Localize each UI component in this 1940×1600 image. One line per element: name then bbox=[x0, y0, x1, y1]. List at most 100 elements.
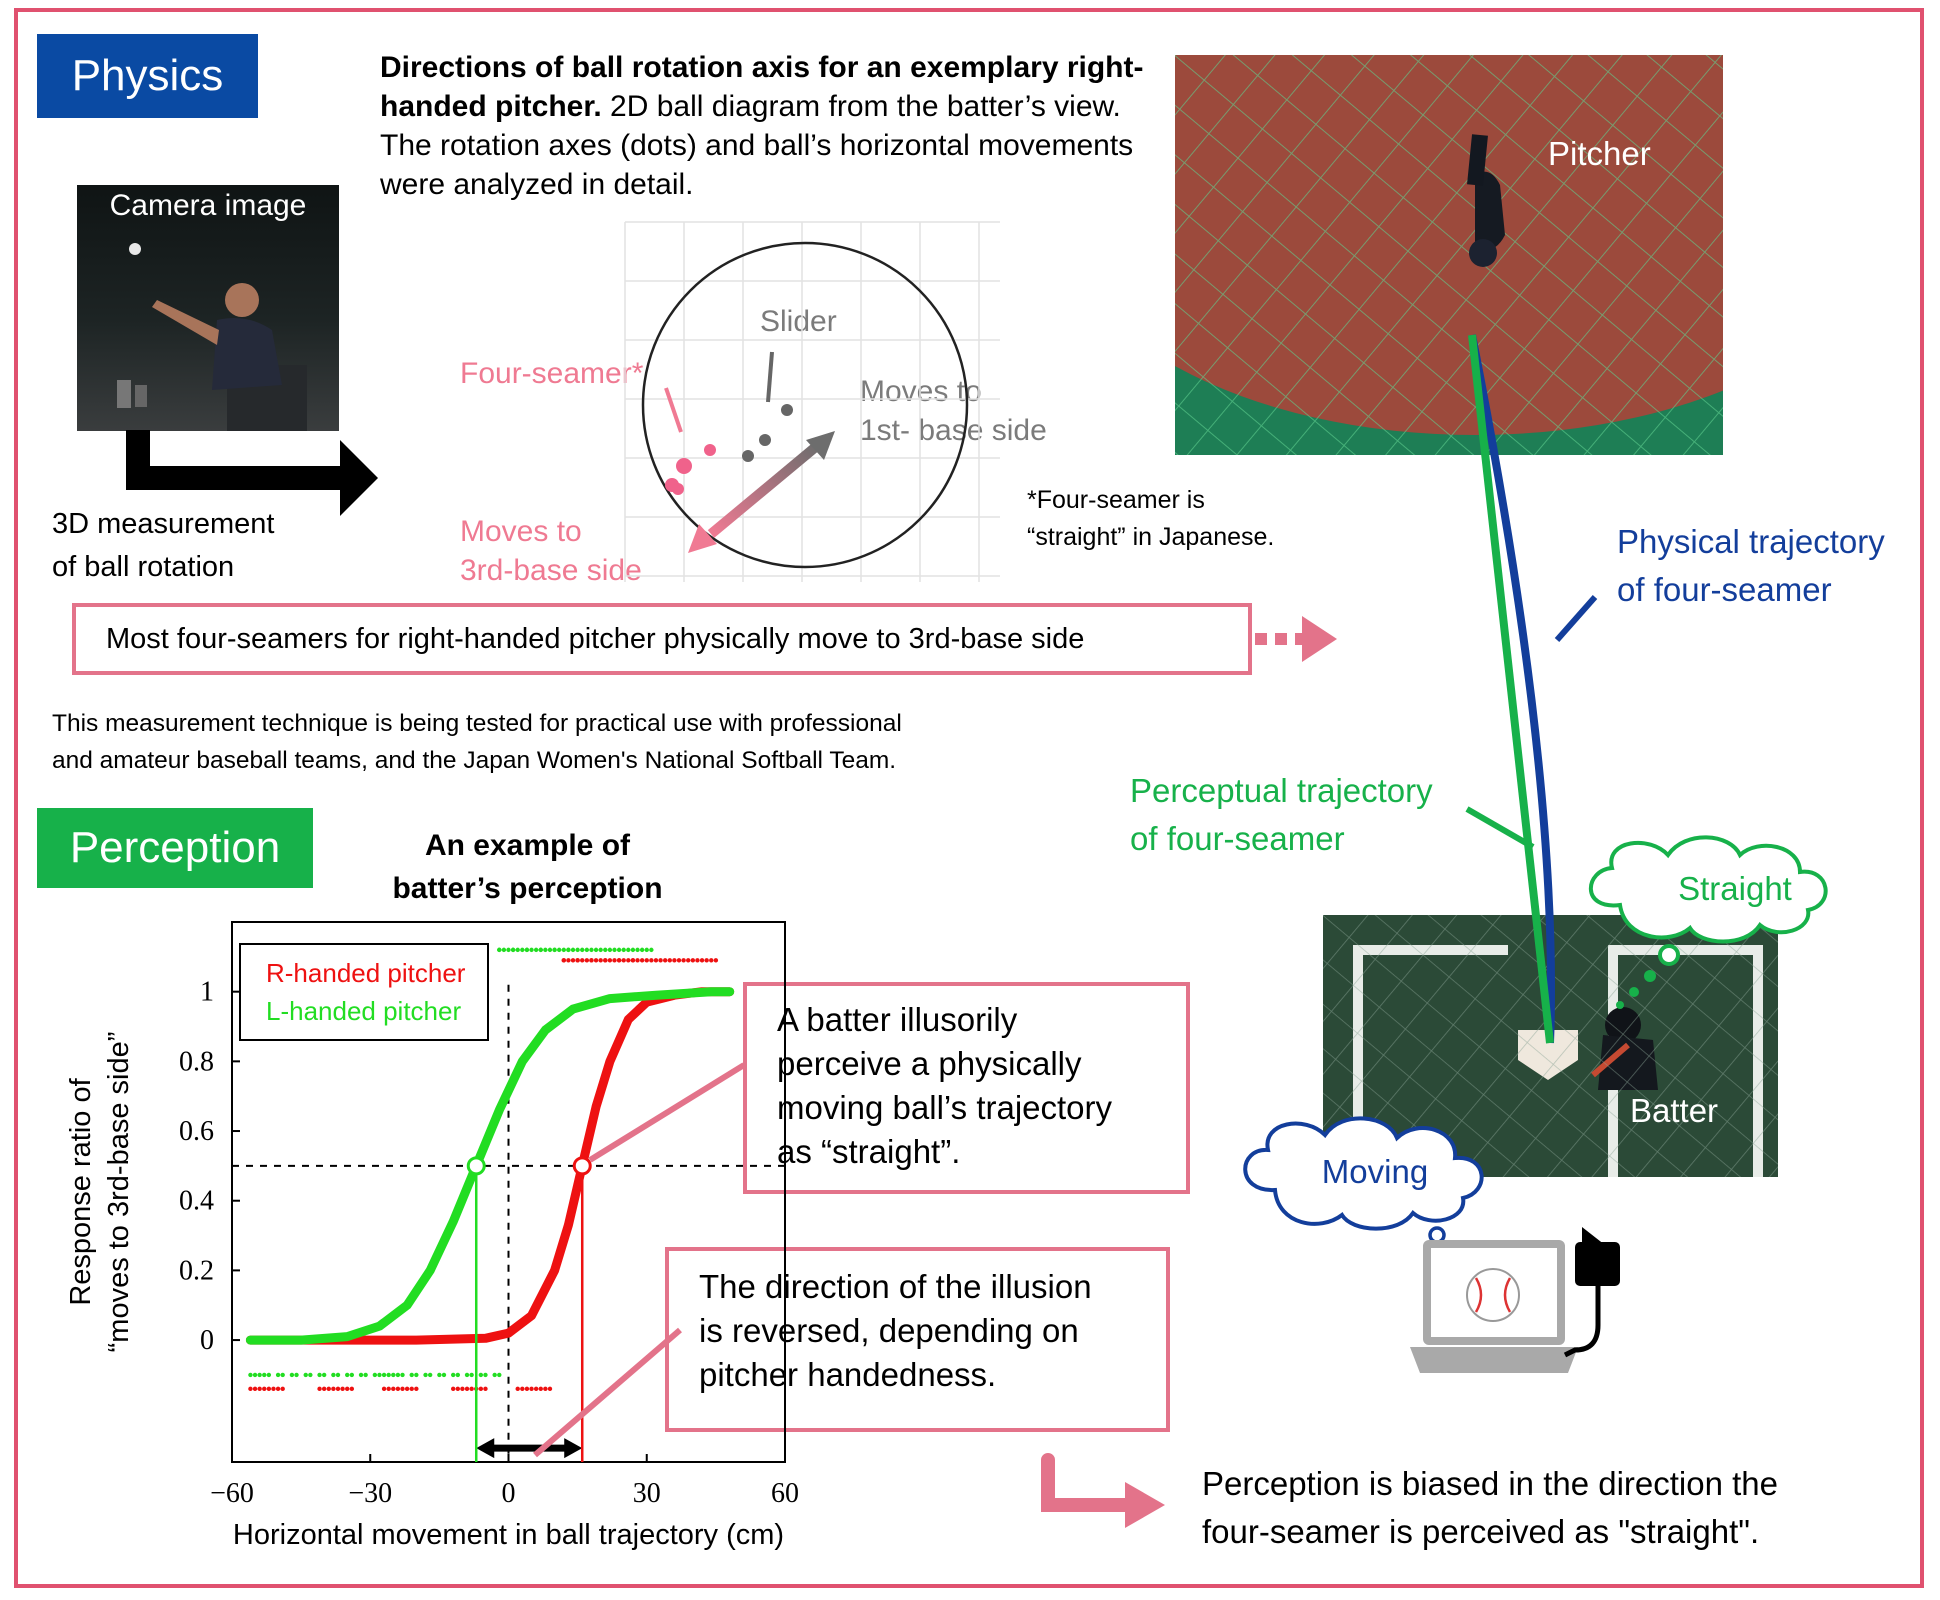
response-dot bbox=[451, 1386, 456, 1392]
response-dot bbox=[547, 947, 553, 953]
response-dot bbox=[566, 958, 571, 963]
camera-image-label: Camera image bbox=[109, 189, 307, 222]
pitcher-field-photo: Pitcher bbox=[1175, 55, 1723, 455]
arrow-head-3rd bbox=[688, 524, 717, 553]
response-dot bbox=[529, 1386, 534, 1392]
response-dot bbox=[317, 1386, 322, 1392]
caption-rest: 2D ball diagram from the batter’s view. … bbox=[380, 90, 1134, 201]
response-dot bbox=[345, 1372, 350, 1378]
response-dot bbox=[543, 947, 548, 953]
summary-text: Most four-seamers for right-handed pitch… bbox=[106, 622, 1085, 655]
chart-title: An example of batter’s perception bbox=[360, 824, 695, 910]
practical-line2: and amateur baseball teams, and the Japa… bbox=[52, 747, 897, 774]
response-dot bbox=[248, 1386, 253, 1392]
response-dot bbox=[515, 1386, 520, 1392]
callout2-leader bbox=[533, 1327, 682, 1458]
response-dot bbox=[381, 1372, 387, 1378]
response-dot bbox=[529, 947, 534, 953]
response-dot bbox=[409, 1372, 414, 1378]
moves-1st-line1: Moves to bbox=[860, 375, 982, 408]
response-dot bbox=[464, 1386, 470, 1392]
response-dot bbox=[252, 1372, 258, 1378]
response-dot bbox=[345, 1386, 350, 1392]
physical-traj-line1: Physical trajectory bbox=[1617, 523, 1885, 560]
perceptual-trajectory-label: Perceptual trajectory of four-seamer bbox=[1130, 767, 1433, 863]
video-camera-icon bbox=[1563, 1227, 1620, 1358]
response-dot bbox=[451, 1372, 456, 1378]
y-tick-label: 0.4 bbox=[179, 1186, 214, 1217]
moves-3rd-line1: Moves to bbox=[460, 515, 582, 548]
response-dot bbox=[252, 1386, 258, 1392]
response-dot bbox=[699, 958, 705, 963]
response-dot bbox=[607, 947, 613, 953]
response-dot bbox=[377, 1372, 382, 1378]
response-dot bbox=[649, 947, 654, 953]
callout1-line3: moving ball’s trajectory bbox=[777, 1089, 1113, 1126]
straight-thought-label: Straight bbox=[1678, 870, 1792, 907]
response-dot bbox=[303, 1372, 308, 1378]
response-dot bbox=[497, 947, 502, 953]
response-dot bbox=[575, 958, 580, 963]
response-dot bbox=[340, 1386, 345, 1392]
response-dot bbox=[630, 958, 636, 963]
y-tick-label: 0.8 bbox=[179, 1046, 214, 1077]
response-dot bbox=[570, 958, 576, 963]
series-curve-l-handed bbox=[245, 987, 735, 1345]
response-dot bbox=[649, 958, 654, 963]
response-dot bbox=[612, 947, 617, 953]
y-axis-label-line1: Response ratio of bbox=[65, 1077, 97, 1305]
response-dot bbox=[464, 1372, 470, 1378]
measurement-arrow bbox=[126, 430, 378, 516]
measurement-label: 3D measurement of ball rotation bbox=[52, 503, 274, 589]
measurement-line1: 3D measurement bbox=[52, 508, 275, 540]
practical-use-note: This measurement technique is being test… bbox=[52, 705, 902, 779]
response-dot bbox=[533, 947, 539, 953]
response-dot bbox=[589, 958, 594, 963]
response-dot bbox=[331, 1372, 336, 1378]
response-dot bbox=[395, 1372, 401, 1378]
response-dot bbox=[538, 947, 543, 953]
response-dot bbox=[520, 1386, 525, 1392]
response-dot bbox=[478, 1386, 484, 1392]
response-dot bbox=[372, 1372, 378, 1378]
slider-label: Slider bbox=[760, 305, 837, 338]
response-dot bbox=[308, 1372, 313, 1378]
chart-guides bbox=[232, 984, 785, 1462]
main-frame bbox=[14, 8, 1924, 1588]
callout1-line4: as “straight”. bbox=[777, 1133, 961, 1170]
response-dot bbox=[386, 1372, 391, 1378]
response-dot bbox=[626, 958, 631, 963]
x-tick-label: −60 bbox=[210, 1478, 254, 1509]
y-tick-label: 0.2 bbox=[179, 1255, 214, 1286]
response-dot bbox=[658, 958, 663, 963]
x-axis-label: Horizontal movement in ball trajectory (… bbox=[233, 1519, 784, 1551]
perceptual-trajectory-line bbox=[1468, 334, 1554, 1044]
x-tick-label: 30 bbox=[633, 1478, 661, 1509]
moves-1st-line2: 1st- base side bbox=[860, 414, 1047, 447]
response-dot bbox=[653, 958, 659, 963]
response-dot bbox=[676, 958, 682, 963]
callout1-leader bbox=[588, 1062, 746, 1163]
response-dot bbox=[681, 958, 686, 963]
moves-3rd-line2: 3rd-base side bbox=[460, 554, 642, 587]
response-dot bbox=[437, 1372, 442, 1378]
response-dot bbox=[395, 1386, 401, 1392]
summary-box: Most four-seamers for right-handed pitch… bbox=[72, 603, 1252, 675]
response-dot bbox=[483, 1386, 488, 1392]
response-dot bbox=[280, 1372, 285, 1378]
response-dot bbox=[644, 958, 649, 963]
moves-3rd-label: Moves to 3rd-base side bbox=[460, 512, 642, 590]
x-tick-label: 60 bbox=[771, 1478, 799, 1509]
response-dot bbox=[427, 1372, 433, 1378]
response-dot bbox=[626, 947, 631, 953]
pitcher-mound-illustration bbox=[1175, 55, 1723, 455]
response-dot bbox=[695, 958, 700, 963]
response-dot bbox=[266, 1372, 272, 1378]
response-dot bbox=[248, 1372, 253, 1378]
callout2-line3: pitcher handedness. bbox=[699, 1356, 997, 1393]
response-dot bbox=[349, 1386, 355, 1392]
perceptual-traj-line2: of four-seamer bbox=[1130, 820, 1345, 857]
response-dot bbox=[358, 1372, 364, 1378]
response-dot bbox=[262, 1386, 267, 1392]
